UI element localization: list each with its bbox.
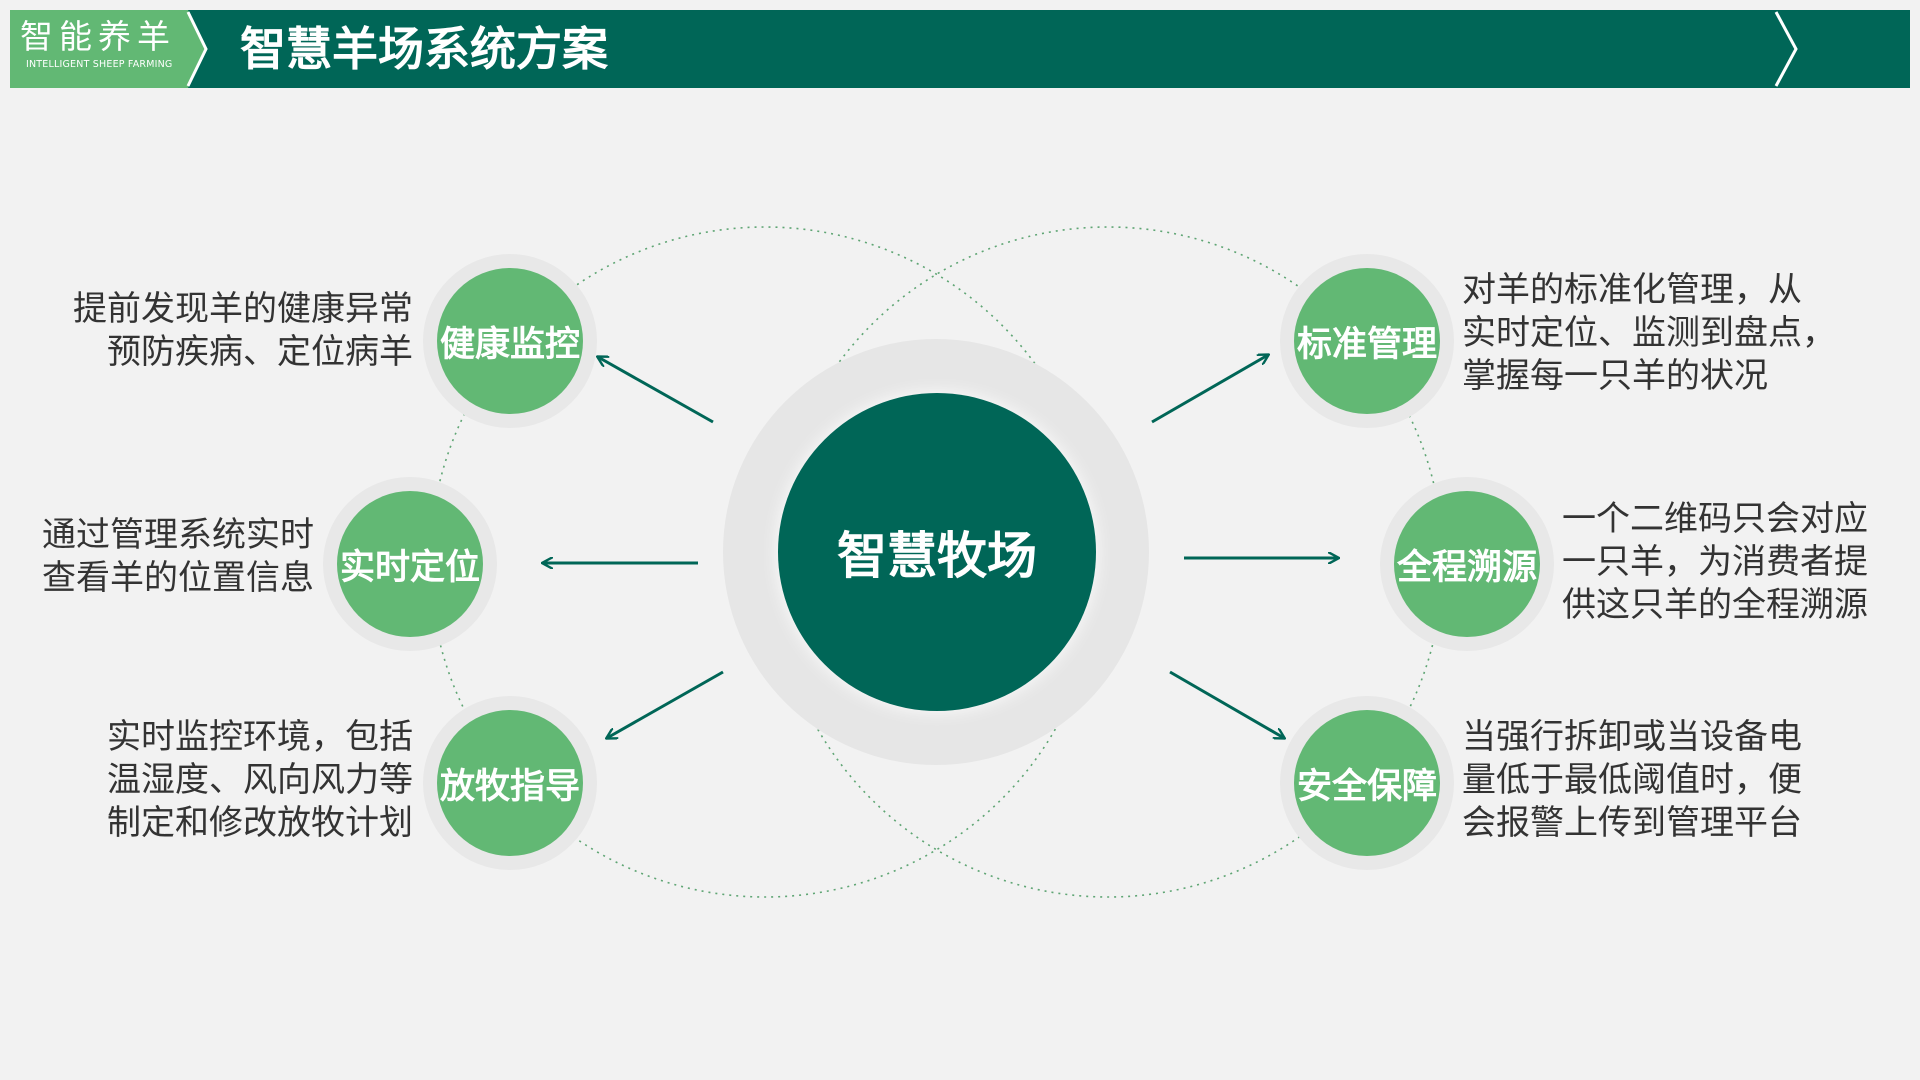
desc-line: 实时定位、监测到盘点， — [1462, 313, 1836, 353]
desc-line: 量低于最低阈值时，便 — [1462, 760, 1802, 800]
node-grazing: 放牧指导 — [437, 710, 583, 856]
arrow-to-health — [598, 357, 714, 424]
desc-safety: 当强行拆卸或当设备电 量低于最低阈值时，便 会报警上传到管理平台 — [1462, 716, 1802, 845]
center-label: 智慧牧场 — [837, 527, 1037, 585]
desc-trace: 一个二维码只会对应 一只羊，为消费者提 供这只羊的全程溯源 — [1562, 498, 1868, 627]
desc-line: 供这只羊的全程溯源 — [1562, 585, 1868, 625]
brand-chevron-icon — [186, 11, 208, 87]
desc-line: 提前发现羊的健康异常 — [73, 289, 413, 329]
brand-subtitle: INTELLIGENT SHEEP FARMING — [26, 59, 173, 70]
desc-health: 提前发现羊的健康异常 预防疾病、定位病羊 — [73, 288, 413, 374]
brand-name: 智能养羊 — [20, 17, 176, 56]
node-label-health: 健康监控 — [439, 324, 580, 365]
node-label-safety: 安全保障 — [1296, 766, 1437, 807]
node-label-location: 实时定位 — [339, 547, 480, 588]
desc-line: 温湿度、风向风力等 — [107, 760, 413, 800]
arrow-to-grazing — [607, 670, 724, 738]
desc-line: 通过管理系统实时 — [42, 515, 314, 555]
arrow-to-safety — [1169, 670, 1284, 738]
arrow-to-standard — [1151, 355, 1268, 424]
desc-line: 会报警上传到管理平台 — [1462, 803, 1802, 843]
desc-line: 查看羊的位置信息 — [42, 558, 314, 598]
desc-line: 制定和修改放牧计划 — [107, 803, 413, 843]
desc-standard: 对羊的标准化管理，从 实时定位、监测到盘点， 掌握每一只羊的状况 — [1462, 269, 1836, 398]
node-health: 健康监控 — [437, 268, 583, 414]
node-standard: 标准管理 — [1294, 268, 1440, 414]
desc-line: 一个二维码只会对应 — [1562, 499, 1868, 539]
desc-location: 通过管理系统实时 查看羊的位置信息 — [42, 514, 314, 600]
node-trace: 全程溯源 — [1394, 491, 1540, 637]
desc-line: 实时监控环境，包括 — [107, 717, 413, 757]
node-location: 实时定位 — [337, 491, 483, 637]
desc-line: 对羊的标准化管理，从 — [1462, 270, 1802, 310]
desc-line: 掌握每一只羊的状况 — [1462, 356, 1768, 396]
node-label-standard: 标准管理 — [1296, 324, 1437, 365]
page-title: 智慧羊场系统方案 — [240, 22, 608, 76]
desc-line: 预防疾病、定位病羊 — [107, 332, 413, 372]
desc-grazing: 实时监控环境，包括 温湿度、风向风力等 制定和修改放牧计划 — [107, 716, 413, 845]
node-label-grazing: 放牧指导 — [439, 766, 580, 807]
header-bar — [10, 10, 1910, 88]
brand-logo-box — [10, 10, 206, 88]
desc-line: 当强行拆卸或当设备电 — [1462, 717, 1802, 757]
node-safety: 安全保障 — [1294, 710, 1440, 856]
node-label-trace: 全程溯源 — [1396, 547, 1537, 588]
header-chevron-icon — [1774, 11, 1798, 87]
center-circle: 智慧牧场 — [778, 393, 1096, 711]
desc-line: 一只羊，为消费者提 — [1562, 542, 1868, 582]
